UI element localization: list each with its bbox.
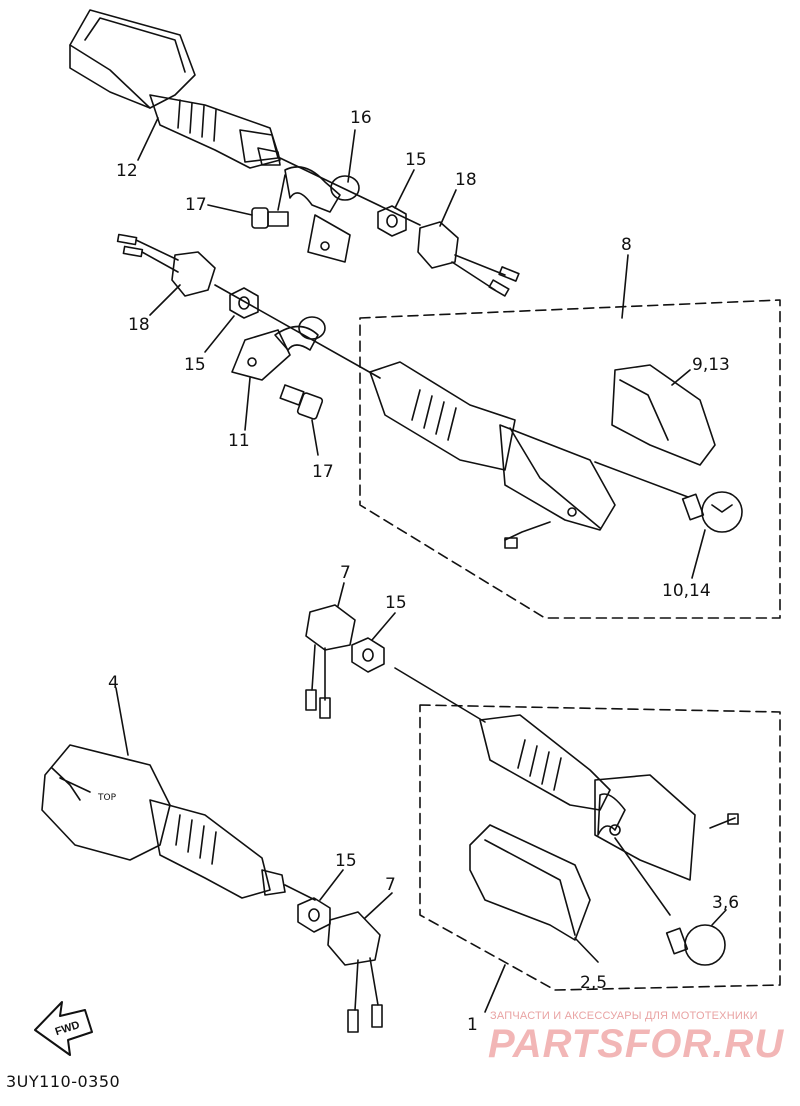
stem-rod-a	[214, 284, 381, 379]
callout-1: 1	[467, 1015, 478, 1035]
callout-15c: 15	[385, 593, 407, 613]
bolt-17a	[251, 207, 289, 229]
socket-7a	[305, 604, 356, 719]
leader-bulb-b	[614, 837, 671, 916]
bracket-16	[277, 166, 360, 263]
front-signal-lamp-4	[41, 744, 316, 901]
callout-18b: 18	[128, 315, 150, 335]
callout-3-6: 3,6	[712, 893, 739, 913]
callout-17b: 17	[312, 462, 334, 482]
grommet-18a	[417, 221, 520, 297]
callout-9-13: 9,13	[692, 355, 730, 375]
fwd-label: FWD	[54, 1019, 82, 1038]
rear-signal-lamp-8	[369, 361, 616, 531]
rear-signal-lamp-1	[479, 714, 696, 881]
lens-2-5	[469, 824, 591, 941]
group-box-1	[419, 704, 781, 991]
callout-11: 11	[228, 431, 250, 451]
screw-b	[709, 813, 739, 829]
callout-10-14: 10,14	[662, 581, 711, 601]
callout-17a: 17	[185, 195, 207, 215]
bulb-10-14	[681, 491, 743, 533]
socket-7b	[327, 911, 383, 1033]
watermark-tagline: ЗАПЧАСТИ И АКСЕССУАРЫ ДЛЯ МОТОТЕХНИКИ	[490, 1010, 758, 1022]
stem-rod-b	[394, 667, 486, 723]
callout-4: 4	[108, 673, 119, 693]
leader-bulb-a	[594, 461, 689, 498]
fwd-arrow-icon: FWD	[34, 1001, 93, 1056]
screw-a	[504, 521, 551, 549]
callout-12: 12	[116, 161, 138, 181]
callout-2-5: 2,5	[580, 973, 607, 993]
nut-15b	[229, 287, 259, 319]
group-box-8	[359, 299, 781, 619]
bulb-3-6	[665, 924, 726, 966]
nut-15d	[297, 897, 331, 933]
callout-18a: 18	[455, 170, 477, 190]
lens-imprint: TOP	[97, 793, 117, 803]
front-signal-lamp-12	[69, 9, 421, 226]
callout-7a: 7	[340, 563, 351, 583]
callout-7b: 7	[385, 875, 396, 895]
nut-15a	[377, 205, 407, 237]
callout-16: 16	[350, 108, 372, 128]
callout-15a: 15	[405, 150, 427, 170]
lens-9-13	[611, 364, 716, 466]
callout-labels: 12 16 15 18 17 8 18 15 11 17 9,13 10,14 …	[108, 108, 739, 1035]
bracket-11	[231, 316, 326, 381]
nut-15c	[351, 637, 385, 673]
callout-15b: 15	[184, 355, 206, 375]
callout-15d: 15	[335, 851, 357, 871]
wire-leads-18b	[116, 233, 216, 297]
bolt-17b	[279, 384, 324, 420]
watermark-logo: PARTSFOR.RU	[488, 1022, 785, 1066]
part-code: 3UY110-0350	[6, 1072, 121, 1091]
leader-lines	[115, 117, 727, 1013]
callout-8: 8	[621, 235, 632, 255]
